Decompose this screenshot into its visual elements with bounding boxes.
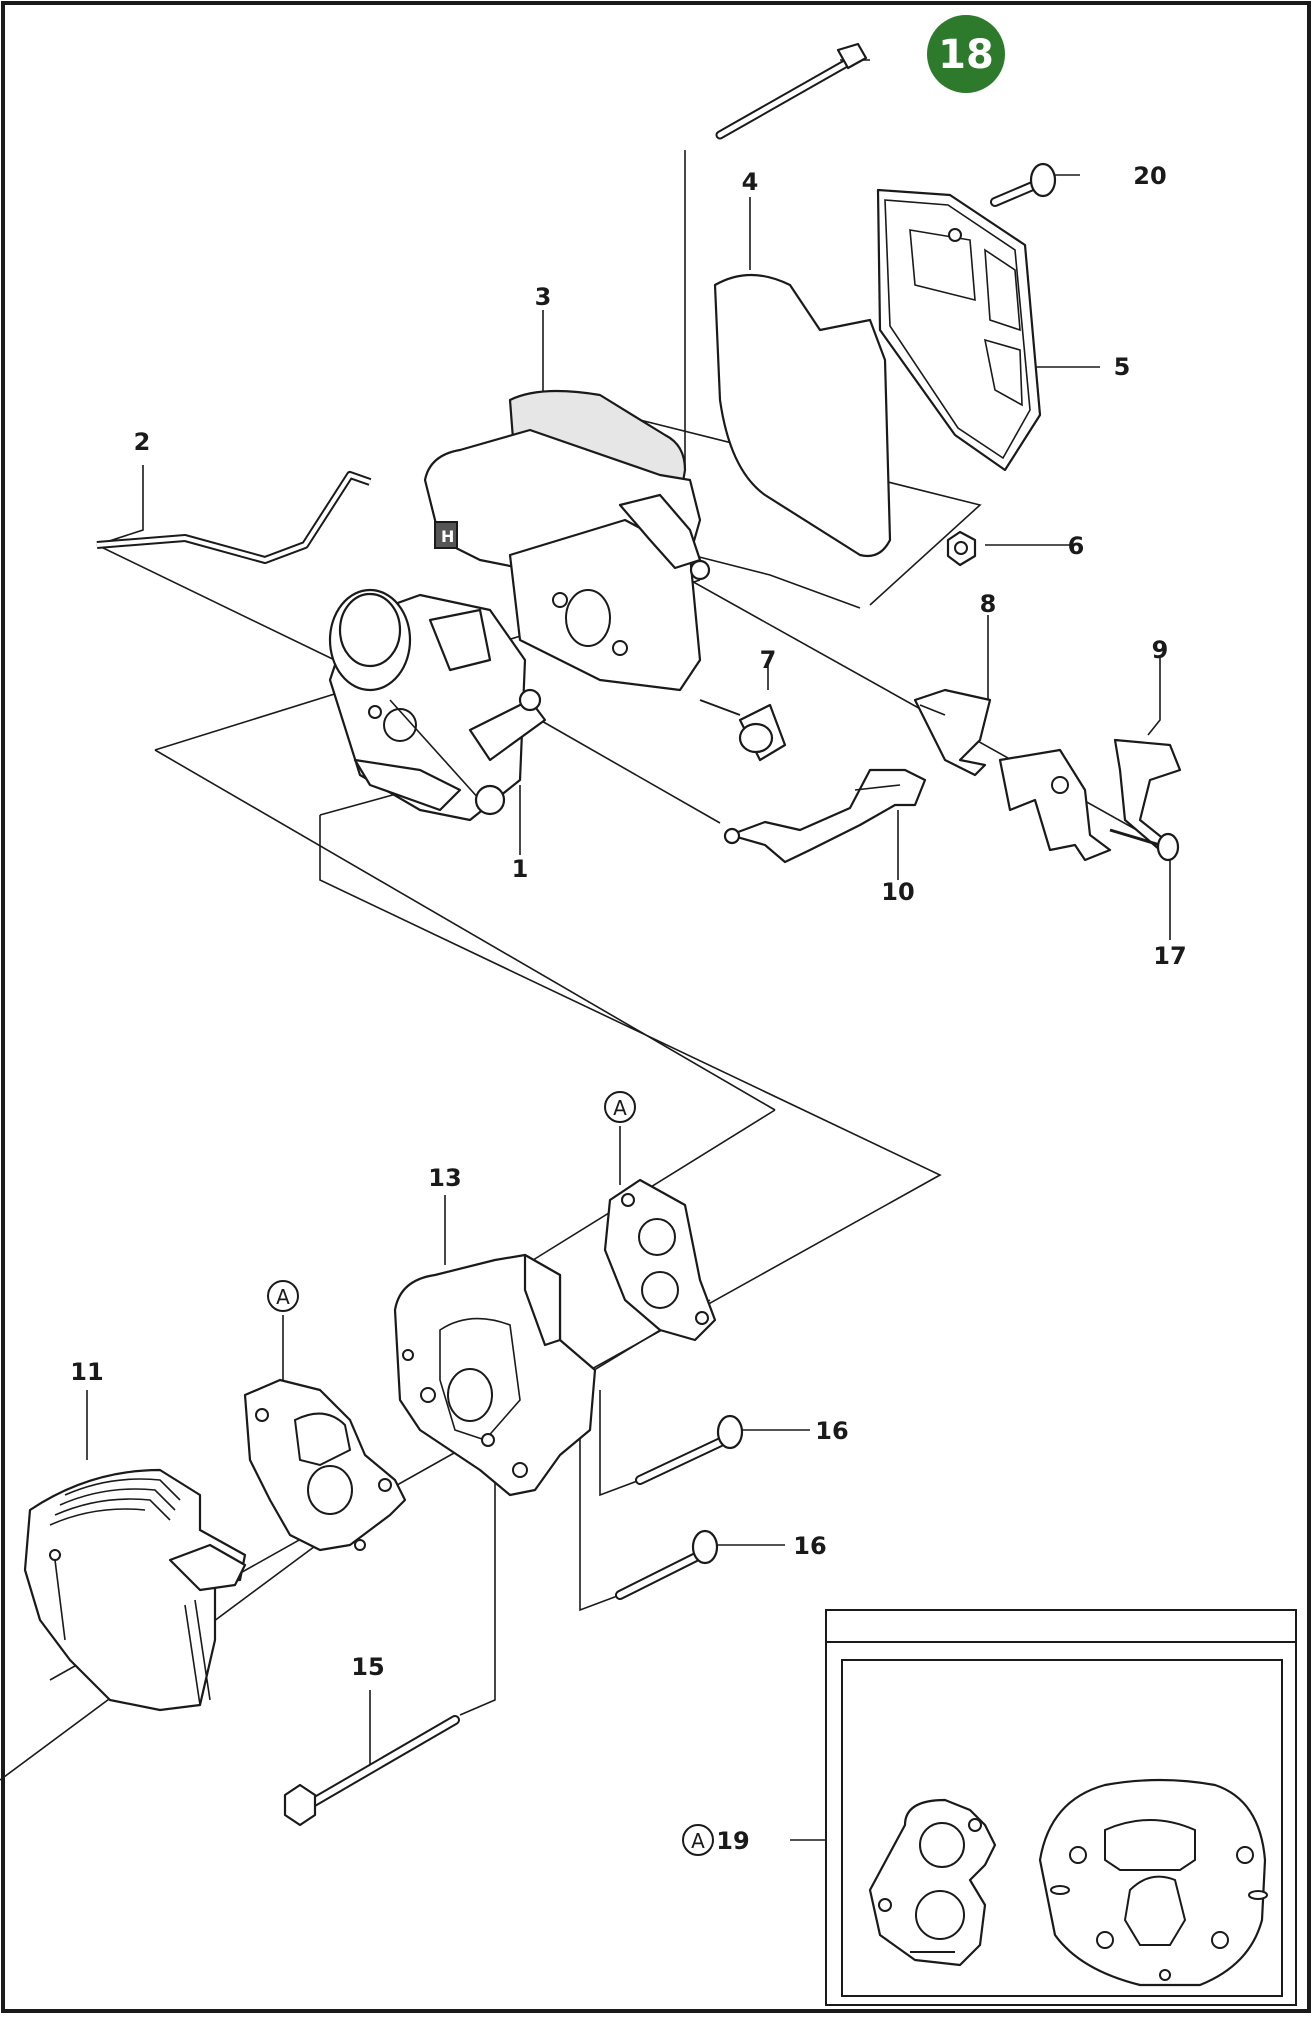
part-16-screws xyxy=(615,1414,744,1600)
marker-a-kit-letter: A xyxy=(691,1829,705,1853)
callout-16-upper: 16 xyxy=(815,1417,848,1445)
callout-9: 9 xyxy=(1152,636,1169,664)
marker-a-lower: A xyxy=(267,1280,299,1312)
part-20-screw xyxy=(990,162,1057,207)
marker-a-kit: A xyxy=(682,1824,714,1856)
part-17-screw xyxy=(1109,828,1180,862)
callout-8: 8 xyxy=(980,590,997,618)
part-11-fin-shield xyxy=(23,1468,247,1712)
part-13-manifold xyxy=(393,1253,597,1497)
marker-a-upper: A xyxy=(604,1091,636,1123)
callout-10: 10 xyxy=(881,878,914,906)
callout-6: 6 xyxy=(1068,532,1085,560)
callout-13: 13 xyxy=(428,1164,461,1192)
part-15-long-bolt xyxy=(283,1715,460,1827)
callout-1: 1 xyxy=(512,855,529,883)
callout-11: 11 xyxy=(70,1358,103,1386)
badge-circle xyxy=(927,15,1005,93)
part-2-rod xyxy=(96,471,372,564)
callout-labels: 2 3 4 5 20 6 7 8 9 1 10 17 13 11 16 16 1… xyxy=(70,162,1186,1855)
part-5-filter-frame xyxy=(876,188,1042,472)
part-10-lever xyxy=(723,768,927,864)
part-1-carburetor xyxy=(328,588,547,822)
svg-text:H: H xyxy=(441,527,454,546)
part-8-bracket xyxy=(913,688,992,777)
part-a-gasket-upper xyxy=(603,1178,717,1342)
part-7-sleeve xyxy=(699,699,787,762)
marker-a-upper-letter: A xyxy=(613,1096,627,1120)
callout-16-lower: 16 xyxy=(793,1532,826,1560)
callout-15: 15 xyxy=(351,1653,384,1681)
callout-2: 2 xyxy=(134,428,151,456)
part-4-filter-pad xyxy=(713,273,892,558)
page-badge: 18 xyxy=(927,15,1005,93)
marker-a-lower-letter: A xyxy=(276,1285,290,1309)
part-6-nut xyxy=(946,530,977,567)
callout-5: 5 xyxy=(1114,353,1131,381)
callout-4: 4 xyxy=(742,168,759,196)
part-a-gasket-lower xyxy=(243,1378,407,1552)
part-9-trigger xyxy=(998,738,1182,862)
callout-7: 7 xyxy=(760,646,777,674)
callout-17: 17 xyxy=(1153,942,1186,970)
callout-19: 19 xyxy=(716,1827,749,1855)
part-3-filter-housing: H xyxy=(423,389,711,692)
badge-label: 18 xyxy=(938,32,994,78)
gasket-kit-inset xyxy=(825,1609,1297,2006)
callout-3: 3 xyxy=(535,283,552,311)
callout-20: 20 xyxy=(1133,162,1166,190)
part-18-long-bolt xyxy=(715,42,868,140)
